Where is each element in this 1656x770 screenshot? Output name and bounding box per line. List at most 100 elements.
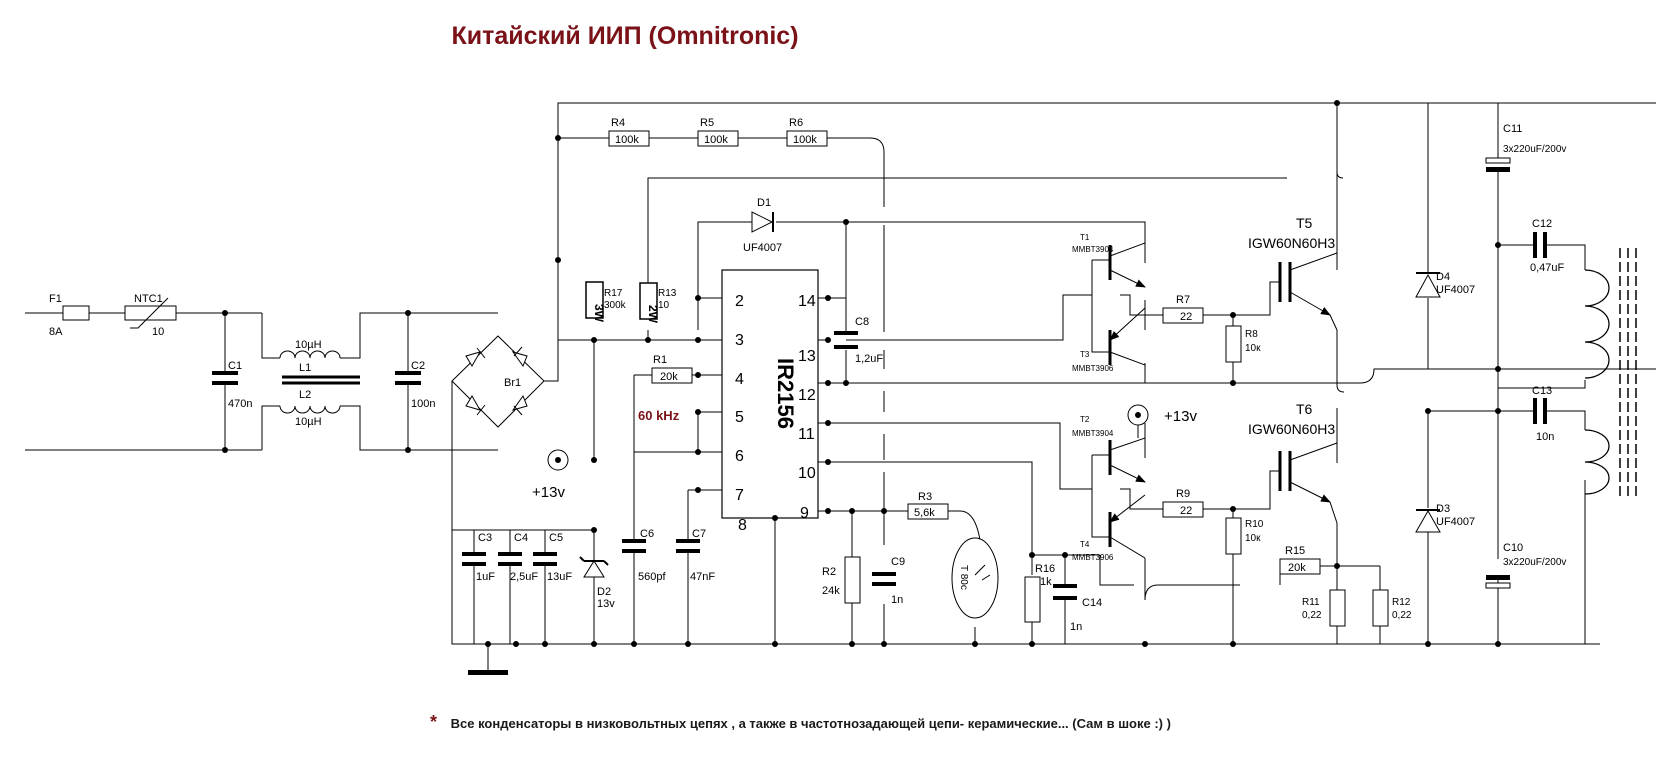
- svg-text:D3: D3: [1436, 503, 1450, 515]
- svg-text:T5: T5: [1296, 215, 1313, 231]
- resistor-r7: R7 22: [1162, 294, 1204, 324]
- svg-text:R12: R12: [1392, 597, 1411, 608]
- capacitor-c10: C10 3x220uF/200v: [1485, 542, 1566, 589]
- svg-text:0,22: 0,22: [1392, 610, 1412, 621]
- svg-text:0,47uF: 0,47uF: [1530, 262, 1565, 274]
- svg-text:560pf: 560pf: [638, 571, 666, 583]
- svg-text:C4: C4: [514, 532, 528, 544]
- svg-text:22: 22: [1180, 505, 1192, 517]
- svg-text:20k: 20k: [660, 371, 678, 383]
- svg-text:10: 10: [658, 300, 670, 311]
- svg-text:10к: 10к: [1245, 533, 1261, 544]
- svg-text:C10: C10: [1503, 542, 1523, 554]
- svg-text:R11: R11: [1302, 597, 1320, 608]
- supply-terminal-right: +13v: [1127, 404, 1197, 438]
- thermistor-ntc1: NTC1 10: [124, 293, 177, 338]
- resistor-r12: R12 0,22: [1372, 589, 1412, 627]
- resistor-r9: R9 22: [1162, 488, 1204, 518]
- svg-text:R3: R3: [918, 491, 932, 503]
- transistor-t3: T3 MMBT3906: [1072, 259, 1146, 373]
- capacitor-c9: C9 1n: [872, 556, 905, 606]
- svg-text:300k: 300k: [604, 300, 627, 311]
- capacitor-c13: C13 10n: [1532, 385, 1554, 443]
- svg-text:R13: R13: [658, 288, 677, 299]
- svg-text:0,22: 0,22: [1302, 610, 1322, 621]
- resistor-r10: R10 10к: [1225, 517, 1264, 555]
- svg-text:1uF: 1uF: [476, 571, 495, 583]
- capacitor-c14: C14 1n: [1053, 584, 1102, 633]
- svg-text:C3: C3: [478, 532, 492, 544]
- ground-icon: [468, 644, 508, 675]
- igbt-t5: T5 IGW60N60H3: [1248, 172, 1338, 331]
- svg-text:MMBT3904: MMBT3904: [1072, 429, 1114, 438]
- frequency-label: 60 kHz: [638, 408, 680, 423]
- svg-text:2W: 2W: [646, 305, 660, 324]
- svg-text:R16: R16: [1035, 563, 1055, 575]
- svg-text:T2: T2: [1080, 415, 1090, 424]
- svg-text:C2: C2: [411, 360, 425, 372]
- svg-text:10n: 10n: [1536, 431, 1554, 443]
- svg-text:C7: C7: [692, 528, 706, 540]
- svg-text:47nF: 47nF: [690, 571, 715, 583]
- svg-text:24k: 24k: [822, 585, 840, 597]
- capacitor-c5: C5 13uF: [533, 530, 572, 644]
- schematic-title: Китайский ИИП (Omnitronic): [451, 22, 799, 50]
- transistor-t4: T4 MMBT3906: [1072, 454, 1146, 562]
- svg-text:12: 12: [798, 387, 816, 404]
- capacitor-c3: C3 1uF: [462, 530, 495, 644]
- svg-text:MMBT3906: MMBT3906: [1072, 364, 1114, 373]
- svg-text:R7: R7: [1176, 294, 1190, 306]
- svg-text:5: 5: [735, 409, 744, 426]
- transformer-windings: [1584, 248, 1637, 500]
- svg-text:R5: R5: [700, 117, 714, 129]
- resistor-r11: R11 0,22: [1302, 589, 1346, 627]
- svg-text:5,6k: 5,6k: [914, 507, 935, 519]
- svg-text:3W: 3W: [592, 304, 606, 323]
- svg-text:NTC1: NTC1: [134, 293, 163, 305]
- capacitor-c12: C12 0,47uF: [1530, 218, 1565, 274]
- svg-text:6: 6: [735, 448, 744, 465]
- svg-text:C13: C13: [1532, 385, 1552, 397]
- svg-text:R10: R10: [1245, 519, 1264, 530]
- svg-text:T4: T4: [1080, 540, 1090, 549]
- svg-text:R6: R6: [789, 117, 803, 129]
- svg-text:D2: D2: [597, 586, 611, 598]
- svg-text:13uF: 13uF: [547, 571, 572, 583]
- zener-d2: D2 13v: [579, 530, 615, 644]
- svg-text:C8: C8: [855, 316, 869, 328]
- svg-text:C11: C11: [1503, 123, 1522, 135]
- svg-text:R4: R4: [611, 117, 625, 129]
- svg-text:470n: 470n: [228, 398, 252, 410]
- svg-text:R15: R15: [1285, 545, 1305, 557]
- transistor-t1: T1 MMBT3904: [1072, 233, 1145, 287]
- svg-text:11: 11: [798, 426, 815, 443]
- junction-dots: [222, 100, 1501, 647]
- svg-text:MMBT3906: MMBT3906: [1072, 553, 1114, 562]
- svg-text:13: 13: [798, 348, 816, 365]
- svg-text:1n: 1n: [1070, 621, 1082, 633]
- svg-text:1n: 1n: [891, 594, 903, 606]
- capacitor-c6: C6 560pf: [622, 528, 666, 583]
- svg-text:10: 10: [798, 465, 816, 482]
- svg-text:2: 2: [735, 293, 744, 310]
- footnote-text: Все конденсаторы в низковольтных цепях ,…: [450, 716, 1171, 731]
- svg-text:10µH: 10µH: [295, 416, 322, 428]
- svg-text:D1: D1: [757, 197, 771, 209]
- svg-text:3: 3: [735, 332, 744, 349]
- diode-d4: D4 UF4007: [1415, 271, 1475, 298]
- svg-text:Br1: Br1: [504, 377, 521, 389]
- transistor-t2: T2 MMBT3904: [1072, 415, 1145, 482]
- svg-text:L1: L1: [299, 362, 311, 374]
- igbt-t6: T6 IGW60N60H3: [1248, 401, 1338, 524]
- svg-text:1,2uF: 1,2uF: [855, 353, 883, 365]
- resistor-r15: R15 20k: [1279, 545, 1321, 575]
- asterisk-icon: *: [430, 712, 438, 732]
- resistor-r5: R5 100k: [697, 117, 739, 147]
- svg-text:14: 14: [798, 293, 816, 310]
- svg-text:100n: 100n: [411, 398, 435, 410]
- supply-terminal-left: +13v: [532, 449, 569, 501]
- capacitor-c1: C1 470n: [212, 360, 252, 410]
- resistor-r6: R6 100k: [786, 117, 828, 147]
- svg-text:2,5uF: 2,5uF: [510, 571, 538, 583]
